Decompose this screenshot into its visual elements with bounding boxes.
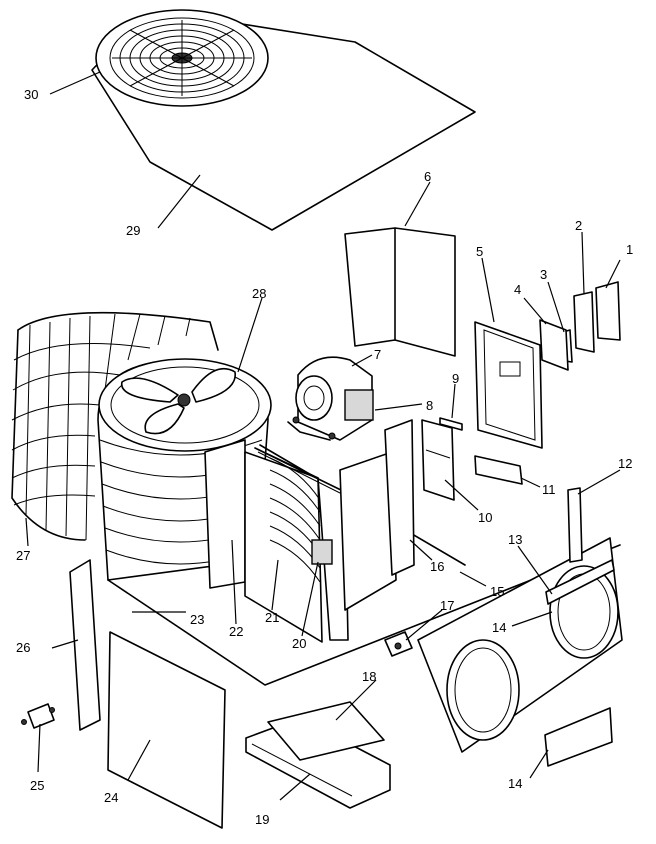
- callout-11: 11: [542, 482, 556, 497]
- callout-labels: 1 2 3 4 5 6 7 8 9 10 11 12 13 14 14 15 1…: [16, 87, 633, 827]
- callout-29: 29: [126, 223, 140, 238]
- control-box-parts: [421, 417, 523, 501]
- clip: [21, 703, 55, 729]
- motor-assembly: [287, 356, 374, 441]
- callout-9: 9: [452, 371, 459, 386]
- callout-20: 20: [292, 636, 306, 651]
- callout-10: 10: [478, 510, 492, 525]
- small-brackets: [539, 281, 621, 371]
- callout-16: 16: [430, 559, 444, 574]
- lower-bracket: [544, 707, 613, 767]
- inner-panels: [204, 419, 415, 643]
- valve-bracket: [384, 631, 413, 657]
- callout-12: 12: [618, 456, 632, 471]
- callout-7: 7: [374, 347, 381, 362]
- partition-panel: [344, 227, 456, 357]
- fan-blade: [121, 367, 236, 435]
- callout-28: 28: [252, 286, 266, 301]
- drain-pan: [245, 701, 391, 809]
- callout-18: 18: [362, 669, 376, 684]
- callout-4: 4: [514, 282, 521, 297]
- callout-30: 30: [24, 87, 38, 102]
- callout-17: 17: [440, 598, 454, 613]
- coil-guard: [11, 311, 219, 541]
- callout-14-lower: 14: [508, 776, 522, 791]
- callout-23: 23: [190, 612, 204, 627]
- callout-2: 2: [575, 218, 582, 233]
- callout-25: 25: [30, 778, 44, 793]
- corner-post: [567, 487, 583, 563]
- callout-1: 1: [626, 242, 633, 257]
- callout-6: 6: [424, 169, 431, 184]
- leader-lines: [25, 71, 621, 801]
- fan-grille: [109, 17, 255, 99]
- callout-21: 21: [265, 610, 279, 625]
- callout-24: 24: [104, 790, 118, 805]
- callout-13: 13: [508, 532, 522, 547]
- callout-8: 8: [426, 398, 433, 413]
- rear-panel: [107, 631, 226, 829]
- access-door: [474, 321, 543, 449]
- top-cover: [91, 9, 476, 231]
- callout-22: 22: [229, 624, 243, 639]
- callout-14-upper: 14: [492, 620, 506, 635]
- callout-3: 3: [540, 267, 547, 282]
- callout-5: 5: [476, 244, 483, 259]
- front-panel: [417, 537, 623, 753]
- callout-19: 19: [255, 812, 269, 827]
- callout-26: 26: [16, 640, 30, 655]
- callout-15: 15: [490, 584, 504, 599]
- callout-27: 27: [16, 548, 30, 563]
- side-panel: [69, 559, 101, 731]
